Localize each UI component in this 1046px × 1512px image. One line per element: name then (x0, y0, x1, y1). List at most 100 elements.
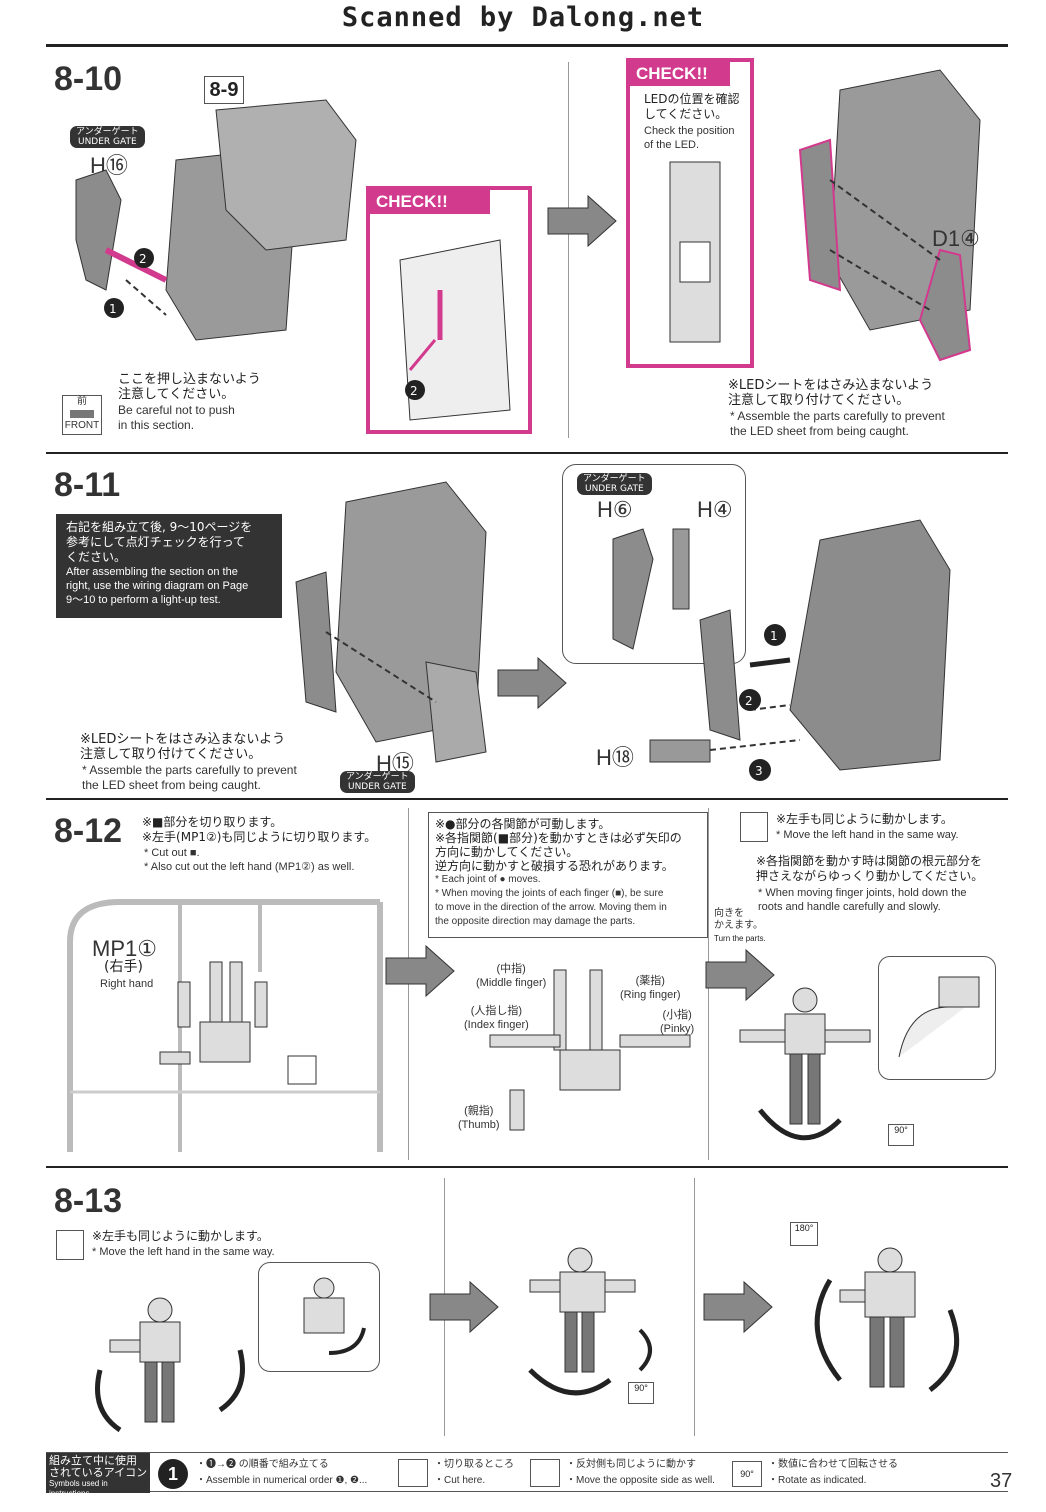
gate-en-3: UNDER GATE (584, 484, 644, 494)
front-arrow-icon (70, 410, 94, 418)
rule-8-11 (46, 452, 1008, 454)
legend-title-jp: 組み立て中に使用 されているアイコン (49, 1454, 148, 1479)
ring-jp: (薬指) (635, 975, 665, 987)
next-arrow-icon-3 (385, 944, 455, 998)
caution-8-11-jp: ※LEDシートをはさみ込まないよう 注意して取り付けてください。 (80, 732, 286, 762)
lightup-note-en: After assembling the section on the righ… (66, 566, 249, 606)
svg-text:2: 2 (745, 694, 753, 708)
rotate-90-icon: 90° (888, 1124, 914, 1146)
front-icon: 前 FRONT (62, 395, 102, 435)
hand-hold-callout (878, 956, 996, 1080)
rotate-legend-icon: 90° (732, 1461, 762, 1487)
note-8-10-jp: ここを押し込まないよう 注意してください。 (118, 372, 261, 402)
check-label-1: CHECK!! (370, 190, 490, 214)
svg-text:1: 1 (770, 629, 778, 643)
thumb-en: (Thumb) (458, 1119, 500, 1131)
caution-8-11-en: * Assemble the parts carefully to preven… (82, 763, 297, 792)
step-8-10-title: 8-10 (54, 60, 123, 98)
label-index: (人指し指) (Index finger) (464, 1004, 529, 1032)
gate-jp-2: アンダーゲート (346, 772, 409, 782)
part-h4: H④ (697, 497, 733, 522)
legend-4-jp: ・数値に合わせて回転させる (768, 1459, 898, 1470)
caution-8-10-en: * Assemble the parts carefully to preven… (730, 409, 945, 438)
legend-1-jp: ・❶→❷ の順番で組み立てる (196, 1459, 329, 1470)
hand-grip-illustration (303, 1277, 366, 1355)
arm-illustration-8-10: 2 1 (75, 99, 357, 341)
part-h18: H⑱ (596, 745, 634, 770)
ring-en: (Ring finger) (620, 989, 681, 1001)
hand-joints-illustration (489, 969, 691, 1131)
gate-en-2: UNDER GATE (347, 782, 407, 792)
front-en: FRONT (64, 420, 100, 431)
pinky-jp: (小指) (662, 1009, 692, 1021)
part-mp1-jp: (右手) (104, 959, 143, 975)
joint-note-box: ※●部分の各関節が可動します。 ※各指関節(■部分)を動かすときは必ず矢印の 方… (428, 812, 708, 938)
check-1-illustration: 2 (399, 239, 511, 421)
cut-here-icon (287, 1055, 317, 1085)
joint-note-en: * Each joint of ● moves. * When moving t… (435, 874, 667, 927)
check-2-en: Check the position of the LED. (644, 125, 735, 151)
joint-note-jp: ※●部分の各関節が可動します。 ※各指関節(■部分)を動かすときは必ず矢印の 方… (435, 817, 682, 873)
turn-jp: 向きを かえます。 (714, 908, 763, 931)
scan-header: Scanned by Dalong.net (341, 2, 705, 33)
index-jp: (人指し指) (470, 1005, 523, 1017)
index-en: (Index finger) (464, 1019, 529, 1031)
step-8-13-title: 8-13 (54, 1182, 123, 1220)
arm-assembly-8-11: 1 2 3 (649, 519, 951, 781)
move-opposite-legend-icon (530, 1459, 560, 1487)
icon-legend: 組み立て中に使用 されているアイコン Symbols used in instr… (46, 1452, 1008, 1498)
label-ring: (薬指) (Ring finger) (620, 974, 681, 1002)
s813-note-jp: ※左手も同じように動かします。 (92, 1229, 269, 1243)
move-opposite-icon-2 (56, 1230, 84, 1260)
next-arrow-icon-6 (703, 1280, 773, 1334)
legend-title-en: Symbols used in instructions (49, 1479, 108, 1498)
front-jp: 前 (77, 396, 87, 407)
lightup-note-jp: 右記を組み立て後, 9～10ページを 参考にして点灯チェックを行って ください。 (66, 520, 253, 564)
label-pinky: (小指) (Pinky) (660, 1008, 694, 1036)
hand-rotate-90-illustration (528, 1247, 652, 1396)
lightup-note: 右記を組み立て後, 9～10ページを 参考にして点灯チェックを行って ください。… (56, 514, 282, 618)
pinky-en: (Pinky) (660, 1023, 695, 1035)
rotate-180-icon: 180° (790, 1222, 818, 1246)
step-8-11-title: 8-11 (54, 466, 121, 504)
check-2-jp: LEDの位置を確認 してください。 (644, 92, 740, 121)
next-arrow-icon (547, 194, 617, 248)
ref-step-8-9: 8-9 (204, 76, 244, 104)
divider-8-13b (694, 1178, 695, 1436)
part-d1-4: D1④ (932, 226, 980, 251)
legend-3-jp: ・反対側も同じように動かす (566, 1459, 696, 1470)
check-box-1: CHECK!! 2 (366, 186, 532, 434)
note4-en: * When moving finger joints, hold down t… (758, 887, 967, 913)
legend-2-en: ・Cut here. (434, 1475, 486, 1486)
note4-jp: ※各指関節を動かす時は関節の根元部分を 押さえながらゆっくり動かしてください。 (756, 854, 984, 883)
page-number: 37 (990, 1470, 1013, 1492)
s813-note-en: * Move the left hand in the same way. (92, 1246, 275, 1258)
thumb-jp: (親指) (464, 1105, 494, 1117)
next-arrow-icon-4 (705, 948, 775, 1002)
note-8-10-en: Be careful not to push in this section. (118, 403, 235, 432)
part-mp1-1: MP1① (92, 936, 157, 961)
next-arrow-icon-2 (497, 656, 567, 710)
part-h6: H⑥ (597, 497, 633, 522)
caution-8-10-jp: ※LEDシートをはさみ込まないよう 注意して取り付けてください。 (728, 378, 934, 408)
cut-note-en: * Cut out ■. * Also cut out the left han… (144, 847, 355, 873)
part-mp1-en: Right hand (100, 978, 154, 990)
cut-here-legend-icon (398, 1459, 428, 1487)
legend-4-en: ・Rotate as indicated. (768, 1475, 867, 1486)
legend-title: 組み立て中に使用 されているアイコン Symbols used in instr… (46, 1453, 150, 1498)
svg-text:2: 2 (139, 252, 147, 266)
rotate-90-icon-2: 90° (628, 1382, 654, 1404)
rule-8-13 (46, 1166, 1008, 1168)
rule-8-12 (46, 798, 1008, 800)
hand-on-runner (159, 961, 268, 1065)
label-thumb: (親指) (Thumb) (458, 1104, 500, 1132)
check-label-2: CHECK!! (630, 62, 730, 86)
cut-note-jp: ※■部分を切り取ります。 ※左手(MP1②)も同じように切り取ります。 (142, 815, 377, 844)
legend-1-en: ・Assemble in numerical order ❶, ❷... (196, 1475, 368, 1486)
hand-rotate-180-illustration (814, 1247, 960, 1392)
svg-text:3: 3 (755, 764, 763, 778)
